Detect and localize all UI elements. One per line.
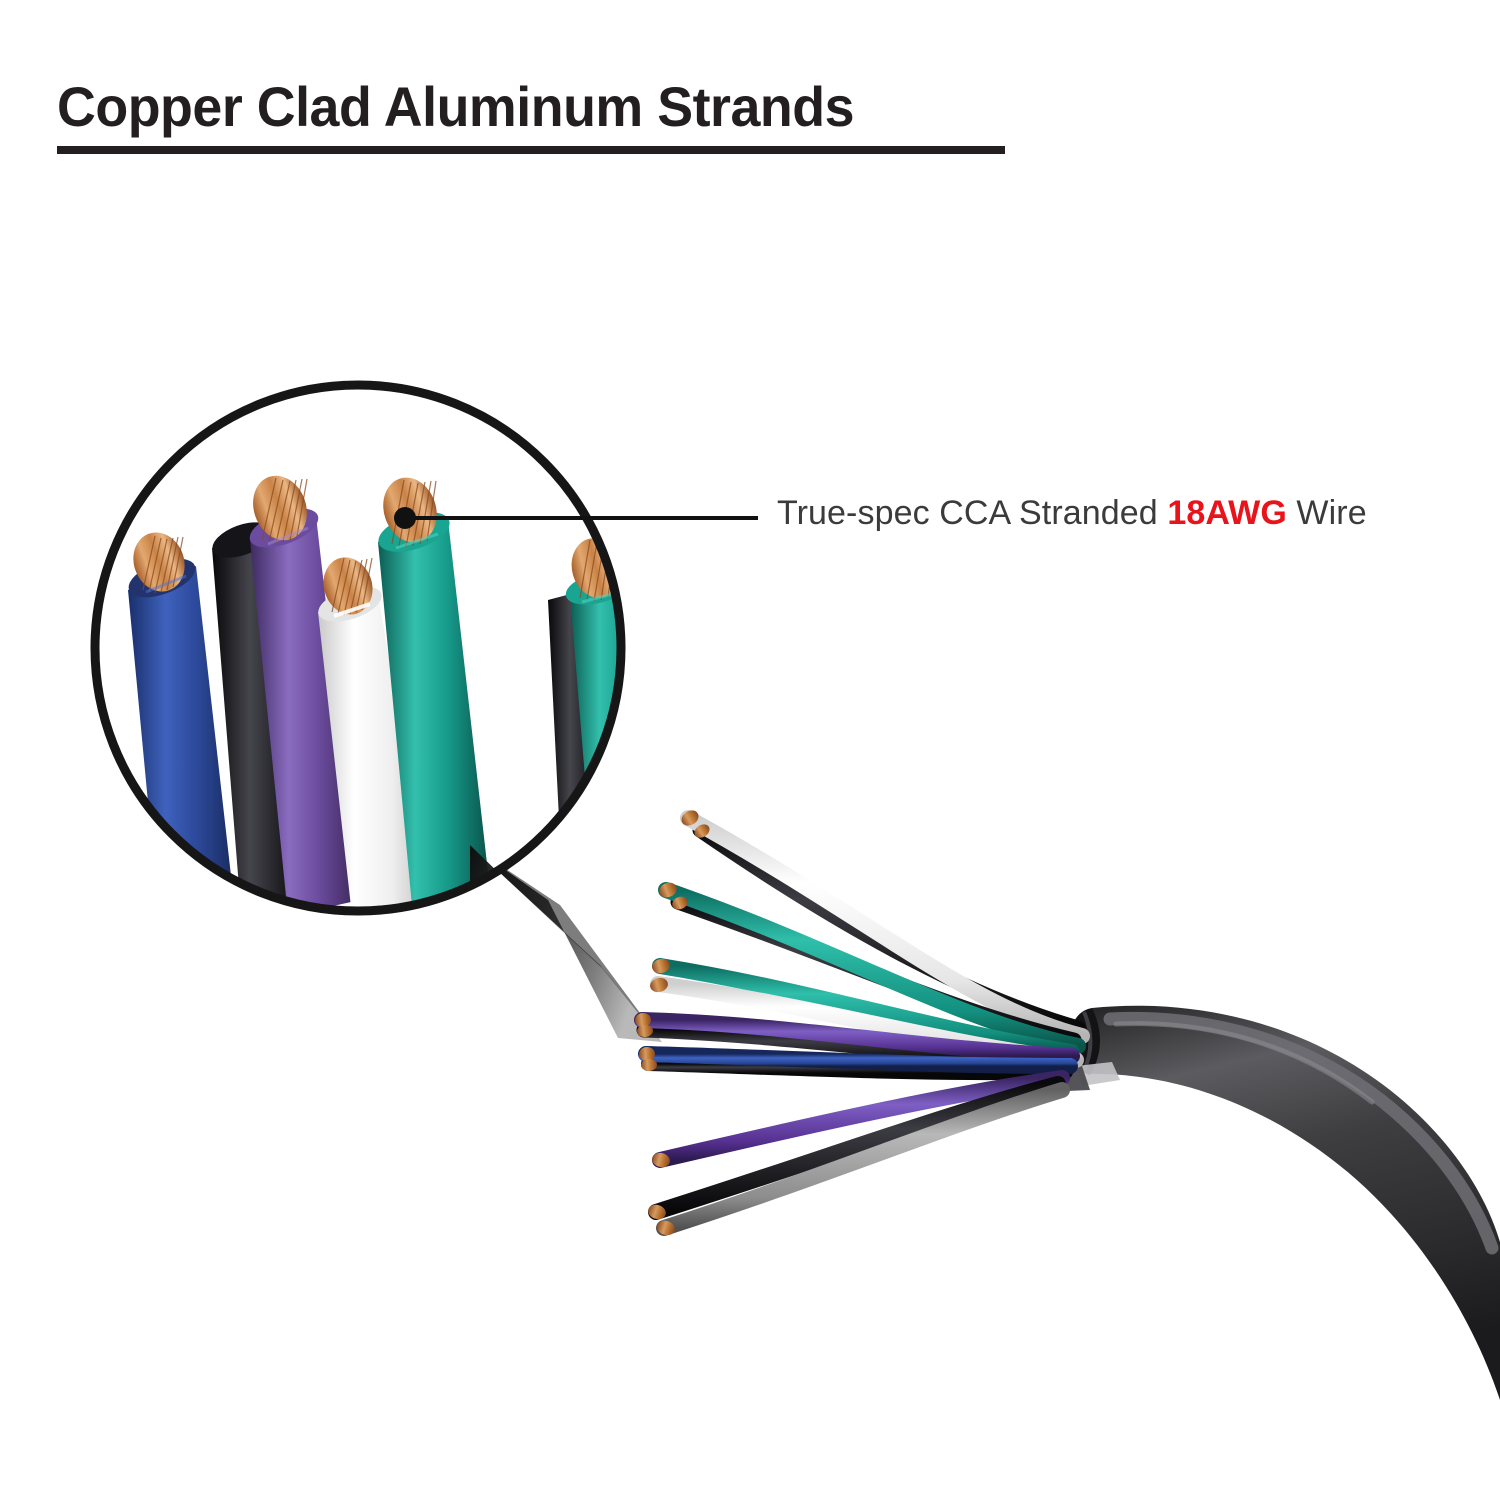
- callout-label: True-spec CCA Stranded 18AWG Wire: [777, 494, 1367, 533]
- conductor-copper-tips: [635, 810, 710, 1236]
- magnified-purple-wire: [249, 475, 360, 911]
- conductor-teal-2: [652, 958, 1080, 1060]
- page-title: Copper Clad Aluminum Strands: [57, 75, 855, 138]
- cable-bundle: [634, 810, 1500, 1400]
- callout-text-after: Wire: [1286, 494, 1367, 532]
- magnifier-beam: [470, 845, 662, 1042]
- title-block: Copper Clad Aluminum Strands: [57, 75, 1057, 154]
- conductor-teal-1: [658, 882, 1086, 1054]
- conductor-gray-1: [656, 1082, 1070, 1236]
- conductor-white-1: [680, 810, 1090, 1044]
- callout-leader: [394, 507, 758, 529]
- cable-outer-sheath: [1040, 1005, 1500, 1400]
- conductor-purple-1: [634, 1012, 1080, 1064]
- callout-awg-highlight: 18AWG: [1167, 494, 1287, 532]
- callout-text-before: True-spec CCA Stranded: [777, 494, 1168, 532]
- magnified-white-wire: [318, 557, 430, 911]
- magnifier-lens: [90, 380, 626, 916]
- callout-anchor-dot: [394, 507, 416, 529]
- title-underline-rule: [57, 146, 1005, 154]
- conductor-purple-2: [652, 1070, 1070, 1168]
- conductor-black-5: [648, 1076, 1066, 1220]
- magnified-wire-group: [95, 385, 621, 911]
- conductor-blue-1: [638, 1046, 1078, 1074]
